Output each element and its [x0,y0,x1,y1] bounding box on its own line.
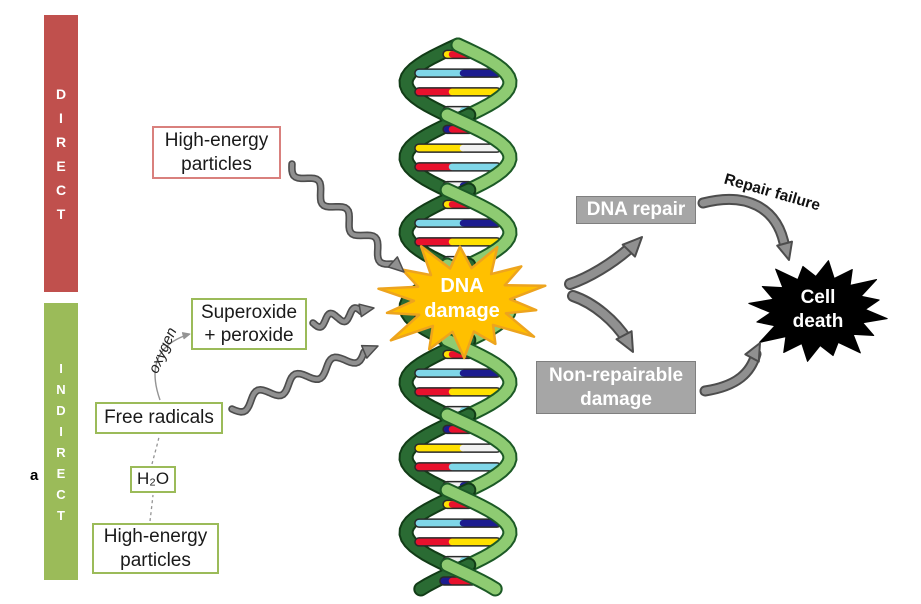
non-repairable-damage-box: Non-repairable damage [536,361,696,414]
superoxide-peroxide-box: Superoxide + peroxide [191,298,307,350]
dna-damage-label: DNA damage [424,275,500,322]
high-energy-particles-direct-box: High-energy particles [152,126,281,179]
free-radicals-box: Free radicals [95,402,223,434]
cell-death-label: Cell death [792,287,844,332]
dna-helix-illustration [398,37,518,597]
dna-repair-box: DNA repair [576,196,696,224]
cell-death-starburst [748,260,888,362]
high-energy-particles-indirect-box: High-energy particles [92,523,219,574]
water-box: H₂O [130,466,176,493]
arrow-layer [149,160,793,522]
dna-damage-starburst [377,245,547,360]
panel-letter: a [30,467,39,484]
